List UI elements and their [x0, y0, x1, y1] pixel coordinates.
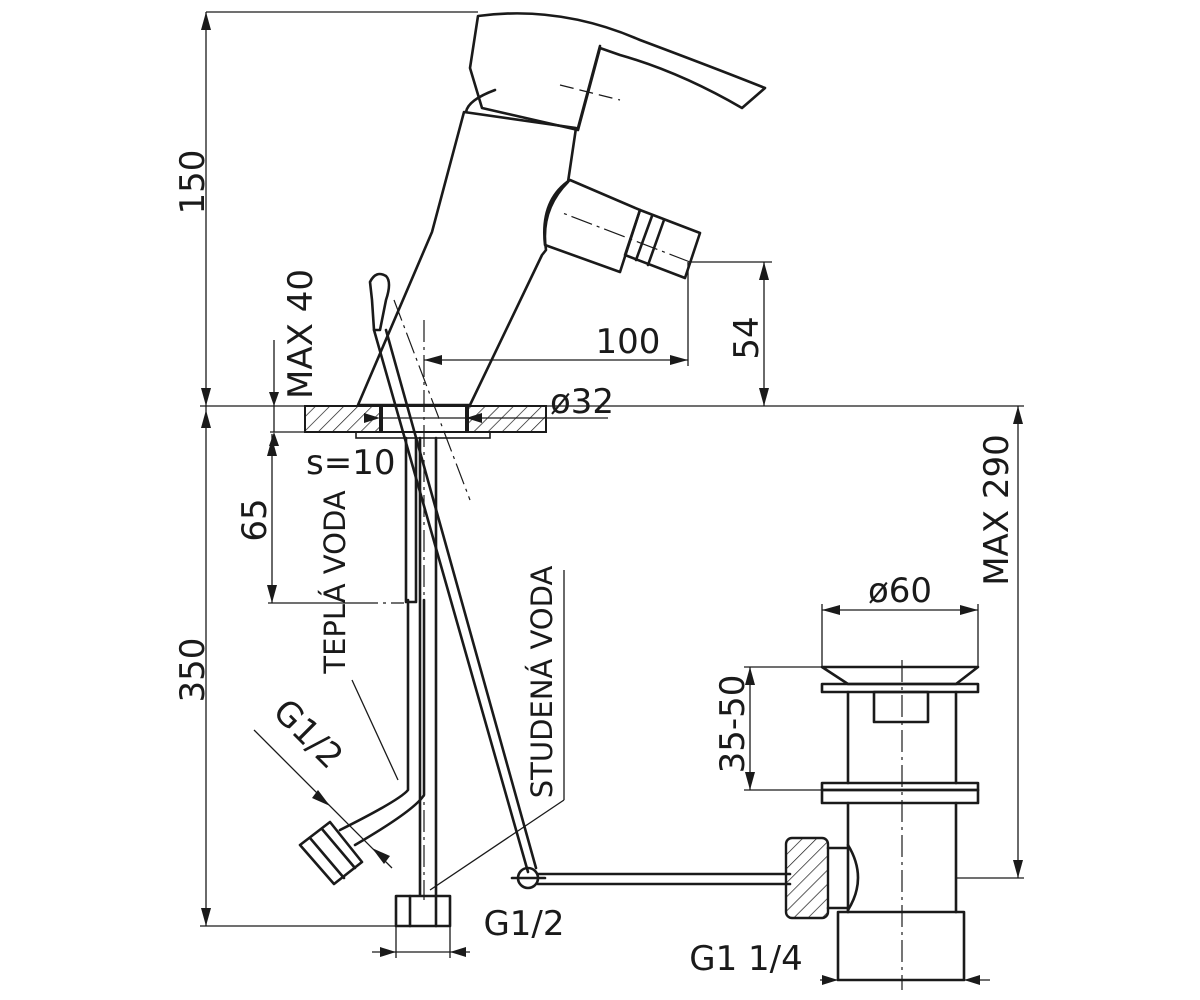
- countertop: [304, 405, 547, 439]
- mixer-body: [356, 12, 767, 407]
- dim-max-290: MAX 290: [977, 434, 1017, 586]
- dim-100: 100: [596, 322, 661, 362]
- dim-350: 350: [173, 638, 213, 703]
- dim-g12-rod: G1/2: [483, 904, 564, 944]
- pop-up-waste: [784, 665, 980, 982]
- hot-water-label: TEPLÁ VODA: [318, 490, 352, 674]
- dimension-lines: [200, 11, 1024, 985]
- popup-rod-knob: [368, 272, 391, 332]
- dim-g1-14: G1 1/4: [689, 939, 803, 979]
- dim-s10: s=10: [306, 443, 395, 483]
- water-labels: TEPLÁ VODA STUDENÁ VODA: [318, 490, 559, 798]
- dim-d32: ø32: [550, 382, 614, 422]
- dim-54: 54: [727, 316, 767, 359]
- cold-water-label: STUDENÁ VODA: [525, 566, 559, 799]
- dim-g12-hot: G1/2: [265, 691, 351, 777]
- dim-35-50: 35-50: [713, 675, 753, 774]
- dim-max-40: MAX 40: [281, 269, 321, 399]
- center-lines: [356, 211, 903, 990]
- popup-rod: [372, 328, 792, 890]
- dim-65: 65: [235, 498, 275, 541]
- dim-150: 150: [173, 150, 213, 215]
- dim-d60: ø60: [868, 571, 932, 611]
- dimension-texts: 150 MAX 40 100 54 ø32 s=10 65 350 MAX 29…: [173, 150, 1017, 979]
